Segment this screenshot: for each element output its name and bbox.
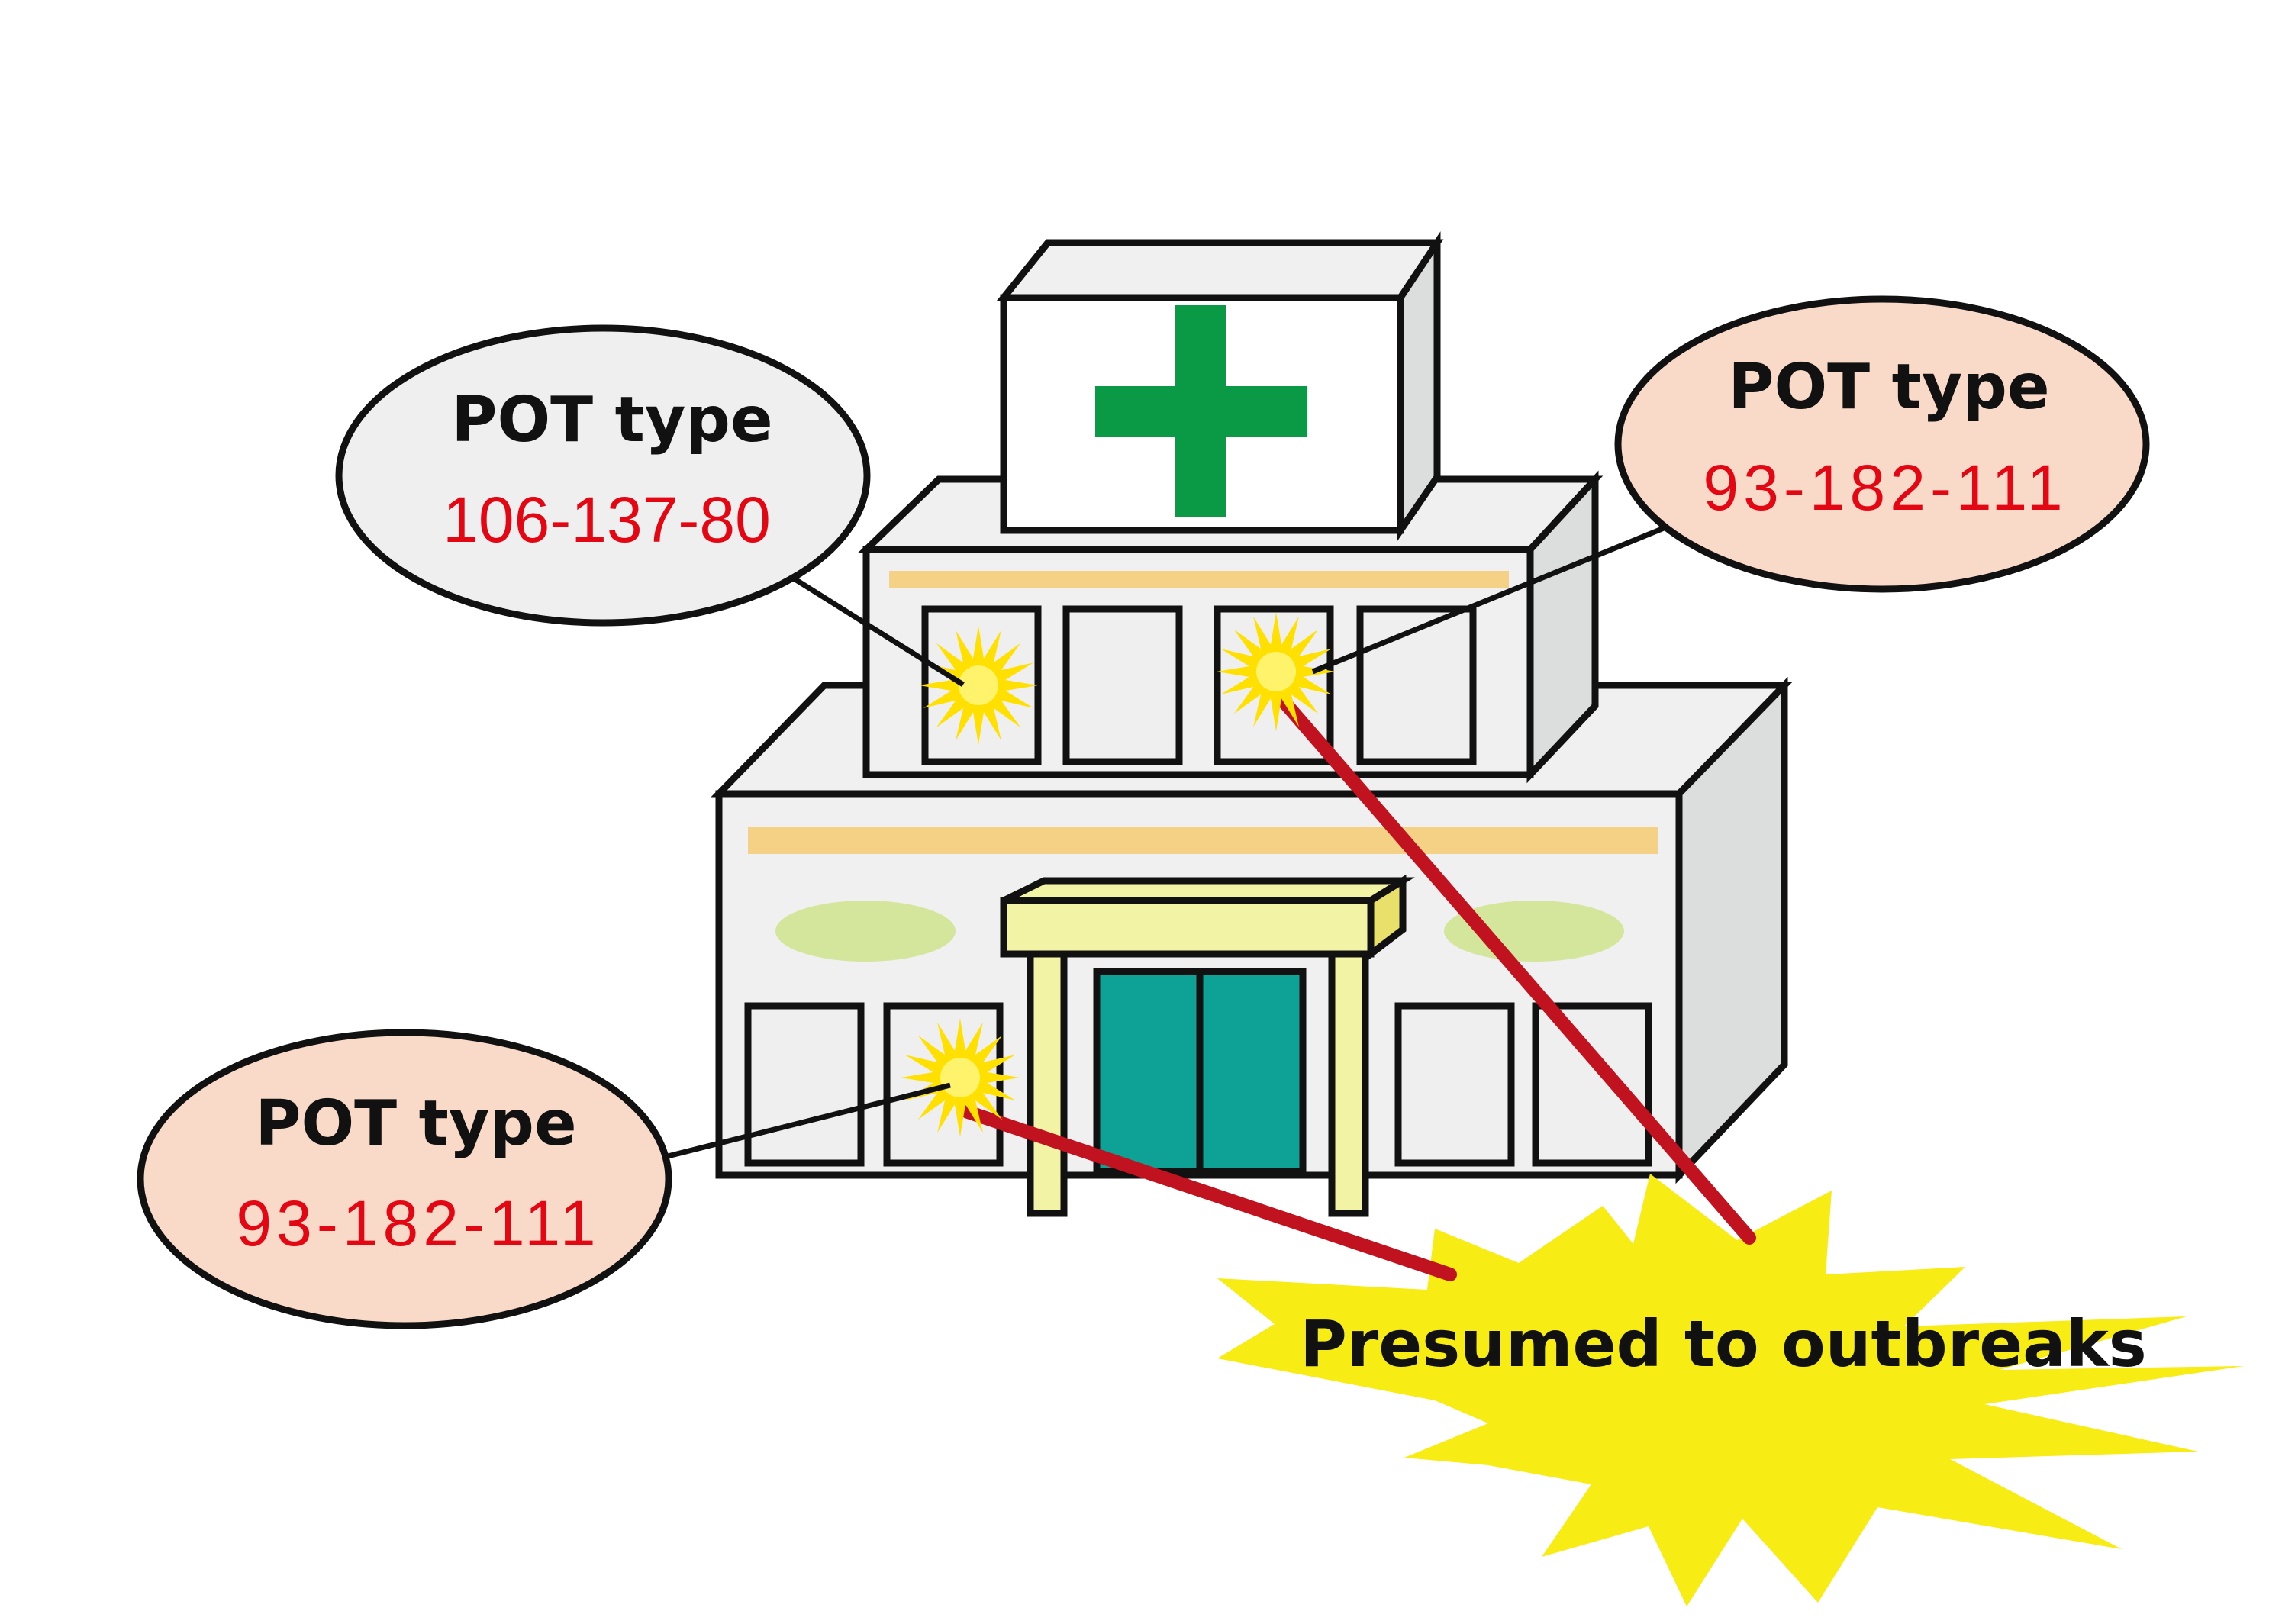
lower-window-3: [1394, 1002, 1515, 1167]
callout-top-right: POT type 93-182-111: [1614, 295, 2150, 593]
entrance-pillar-left: [1027, 950, 1068, 1217]
callout-code: 106-137-80: [443, 484, 771, 556]
sparks: [901, 612, 1336, 1137]
sign-box-top: [996, 239, 1444, 301]
callout-top-left: POT type 106-137-80: [335, 324, 871, 627]
burst-label: Presumed to outbreaks: [1300, 1307, 2146, 1381]
lower-windows: [744, 1002, 1652, 1167]
callout-code: 93-182-111: [236, 1187, 600, 1259]
callout-code: 93-182-111: [1703, 452, 2067, 524]
outbreak-burst: [1217, 1174, 2244, 1606]
callout-title: POT type: [1728, 351, 2049, 424]
spark-core: [940, 1058, 980, 1097]
entrance: [1000, 874, 1415, 1217]
green-cross-icon: [1095, 305, 1307, 517]
entrance-pillar-right: [1328, 950, 1369, 1217]
callout-title: POT type: [255, 1088, 576, 1160]
callout-title: POT type: [451, 384, 772, 456]
spark-core: [959, 665, 998, 705]
entrance-canopy-front: [1000, 897, 1375, 958]
callout-bubble: [1614, 295, 2150, 593]
lower-window-4: [1532, 1002, 1652, 1167]
callout-bottom-left: POT type 93-182-111: [137, 1029, 672, 1329]
lower-stripe: [748, 826, 1658, 854]
middle-stripe: [889, 571, 1509, 588]
leader-right-top: [1311, 524, 1669, 675]
lower-window-1: [744, 1002, 865, 1167]
leader-left-top: [792, 576, 965, 687]
upper-window-4: [1356, 605, 1477, 765]
callout-bubble: [137, 1029, 672, 1329]
link-upper-to-burst: [1266, 682, 1756, 1245]
sign-box-side: [1397, 231, 1441, 542]
callout-bubble: [335, 324, 871, 627]
spark-core: [1256, 652, 1296, 691]
leader-left-bottom: [667, 1082, 951, 1159]
upper-window-2: [1062, 605, 1183, 765]
transmission-links: [961, 682, 1756, 1281]
link-lower-to-burst: [961, 1105, 1457, 1281]
callout-leaders: [667, 524, 1669, 1159]
wall-oval-left: [775, 901, 956, 962]
